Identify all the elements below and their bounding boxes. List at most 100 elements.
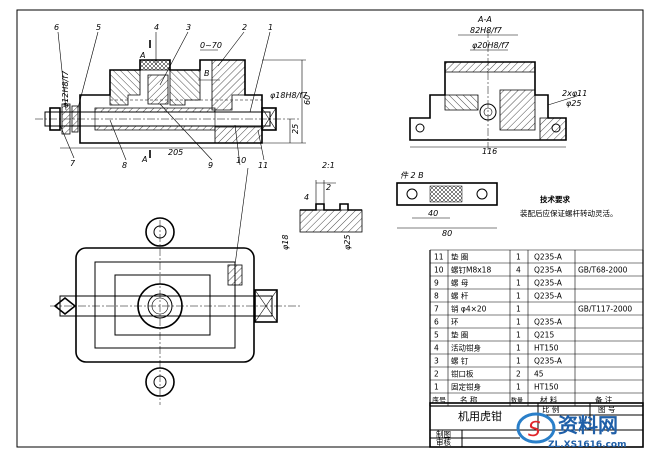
bom-row-material: Q235-A — [534, 292, 563, 301]
part-label-4: 4 — [154, 23, 159, 32]
bom-row-note: GB/T68-2000 — [578, 266, 628, 275]
bom-row-qty: 4 — [516, 266, 521, 275]
bom-row-no: 9 — [434, 279, 439, 288]
bom-row-qty: 1 — [516, 383, 521, 392]
bom-row-no: 2 — [434, 370, 439, 379]
bom-row-no: 7 — [434, 305, 439, 314]
part-label-6: 6 — [54, 23, 59, 32]
dim-height: 60 — [303, 95, 312, 105]
bom-row-name: 螺 钉 — [451, 356, 469, 366]
tech-req-title: 技术要求 — [540, 194, 570, 204]
bom-row-qty: 1 — [516, 318, 521, 327]
dim-fit-20: φ20H8/f7 — [472, 41, 510, 50]
bom-row-material: Q235-A — [534, 357, 563, 366]
section-title: A-A — [477, 15, 492, 24]
bom-header-note: 备 注 — [595, 395, 613, 405]
bom-row-material: Q235-A — [534, 253, 563, 262]
section-a-a-view: A-A 82H8/f7 φ20H8/f7 2xφ11 φ25 116 — [409, 15, 587, 156]
bom-row-qty: 1 — [516, 253, 521, 262]
bom-row-name: 销 φ4×20 — [451, 304, 487, 314]
bom-row-name: 钳口板 — [451, 369, 474, 379]
bom-header-name: 名 称 — [460, 395, 478, 405]
watermark-url: ZL.XS1616.com — [548, 440, 626, 450]
drawing-border — [16, 9, 644, 448]
tech-req-text: 装配后应保证螺杆转动灵活。 — [520, 208, 618, 218]
part-label-8: 8 — [122, 161, 127, 170]
part-label-11: 11 — [258, 161, 268, 170]
detail-dim-18: φ18 — [281, 235, 290, 250]
part2-view: 件 2 B 40 80 技术要求 装配后应保证螺杆转动灵活。 — [396, 171, 618, 238]
dim-gap: 0~70 — [200, 41, 222, 50]
part-label-7: 7 — [70, 159, 76, 168]
detail-ratio: 2:1 — [322, 161, 335, 170]
bom-row-name: 螺钉M8x18 — [451, 265, 491, 275]
part-label-9: 9 — [208, 161, 213, 170]
part2-dim-40: 40 — [428, 209, 438, 218]
bom-row-qty: 1 — [516, 279, 521, 288]
dim-fit-82: 82H8/f7 — [470, 26, 503, 35]
bom-row-material: Q215 — [534, 331, 554, 340]
part-label-2: 2 — [242, 23, 247, 32]
bom-row-no: 6 — [434, 318, 439, 327]
bom-row-material: Q235-A — [534, 318, 563, 327]
dim-sub: 25 — [291, 124, 300, 134]
dim-width: 116 — [482, 147, 497, 156]
bom-row-no: 11 — [434, 253, 444, 262]
bom-row-name: 螺 母 — [451, 278, 469, 288]
detail-dim-25: φ25 — [343, 235, 352, 250]
scale-label: 比 例 — [542, 404, 559, 414]
dim-fit-mid: φ18H8/f7 — [270, 91, 308, 100]
part2-dim-80: 80 — [442, 229, 452, 238]
view-b-label: B — [204, 69, 210, 78]
bom-row-name: 固定钳身 — [451, 382, 481, 392]
drawn-by-label: 制图 — [436, 429, 451, 439]
watermark-brand: 资料网 — [558, 413, 618, 437]
dim-length: 205 — [168, 148, 183, 157]
bom-header-no: 序号 — [432, 396, 446, 405]
bom-row-name: 活动钳身 — [451, 343, 481, 353]
detail-dim-2: 2 — [326, 183, 331, 192]
bom-row-no: 3 — [434, 357, 439, 366]
part-label-5: 5 — [96, 23, 101, 32]
bom-row-qty: 1 — [516, 331, 521, 340]
part-label-3: 3 — [186, 23, 191, 32]
detail-view: 2:1 2 4 φ18 φ25 — [281, 161, 363, 250]
bom-header-material: 材 料 — [540, 395, 558, 405]
section-mark-a-bottom: A — [141, 155, 147, 164]
bom-row-qty: 1 — [516, 344, 521, 353]
watermark: S 资料网 ZL.XS1616.com — [516, 412, 626, 450]
bom-row-note: GB/T117-2000 — [578, 305, 632, 314]
bom-row-name: 螺 杆 — [451, 291, 469, 301]
bom-row-name: 垫 圈 — [451, 252, 468, 262]
bom-row-material: 45 — [534, 370, 544, 379]
section-mark-a-top: A — [139, 51, 145, 60]
bom-row-name: 垫 圈 — [451, 330, 468, 340]
drawing-number-label: 图 号 — [598, 405, 615, 414]
front-view: A A B 0~70 φ12H8/f7 φ18H8/f7 205 60 25 6 — [35, 23, 312, 170]
bom-row-qty: 1 — [516, 305, 521, 314]
bom-row-no: 1 — [434, 383, 439, 392]
part-label-1: 1 — [268, 23, 273, 32]
bom-row-qty: 1 — [516, 292, 521, 301]
detail-dim-4: 4 — [304, 193, 309, 202]
dim-fit-top: φ12H8/f7 — [61, 70, 70, 108]
bom-row-no: 10 — [434, 266, 444, 275]
dim-chamfer: 2xφ11 — [562, 89, 587, 98]
drawing-title: 机用虎钳 — [458, 409, 502, 423]
bom-row-material: Q235-A — [534, 266, 563, 275]
top-view — [50, 167, 300, 405]
bom-row-no: 5 — [434, 331, 439, 340]
title-block: 机用虎钳 图 号 比 例 制图 审核 — [429, 402, 644, 448]
bom-row-material: HT150 — [534, 344, 559, 353]
bom-row-no: 8 — [434, 292, 439, 301]
watermark-logo-glyph: S — [528, 417, 541, 441]
bom-row-qty: 1 — [516, 357, 521, 366]
bom-row-name: 环 — [451, 318, 459, 327]
bom-row-no: 4 — [434, 344, 439, 353]
part-label-10: 10 — [236, 156, 246, 165]
bom-row-qty: 2 — [516, 370, 521, 379]
dim-hole: φ25 — [566, 99, 581, 108]
bom-row-material: Q235-A — [534, 279, 563, 288]
